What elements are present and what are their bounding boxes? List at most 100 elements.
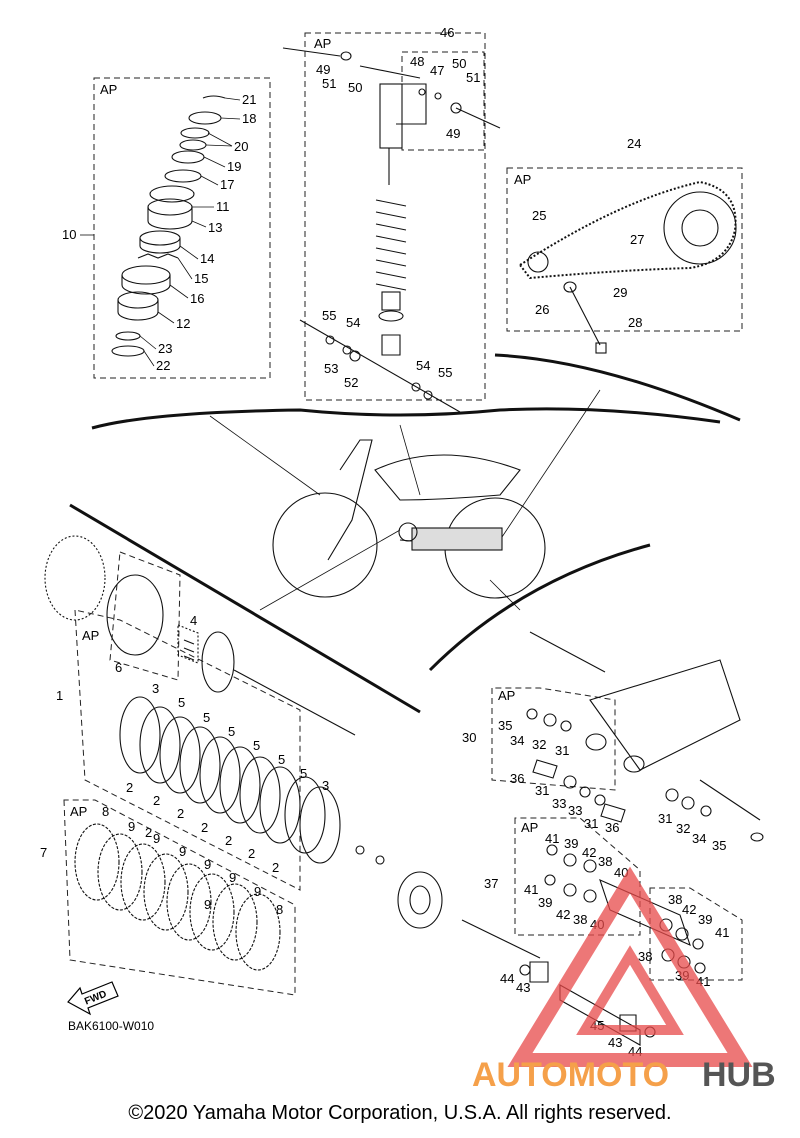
part-callout: 43 bbox=[608, 1035, 622, 1050]
part-callout: 2 bbox=[145, 825, 152, 840]
watermark-text-left: AUTOMOTO bbox=[472, 1056, 669, 1094]
part-callout: 33 bbox=[552, 796, 566, 811]
part-callout: 38 bbox=[638, 949, 652, 964]
friction-callouts: 8 9 9 9 9 9 9 9 8 7 bbox=[40, 804, 283, 917]
part-callout: 31 bbox=[658, 811, 672, 826]
part-callout: 2 bbox=[126, 780, 133, 795]
part-callout: 42 bbox=[682, 902, 696, 917]
group-box-shock bbox=[304, 32, 486, 401]
part-callout: 41 bbox=[524, 882, 538, 897]
clutch-cover-and-gasket bbox=[44, 535, 356, 736]
part-callout: 54 bbox=[416, 358, 430, 373]
part-callout: 15 bbox=[194, 271, 208, 286]
group-label-ap: AP bbox=[100, 82, 117, 97]
part-callout: 39 bbox=[698, 912, 712, 927]
part-callout: 7 bbox=[40, 845, 47, 860]
part-callout: 5 bbox=[228, 724, 235, 739]
part-callout: 8 bbox=[276, 902, 283, 917]
part-callout: 38 bbox=[668, 892, 682, 907]
group-box-link-2 bbox=[649, 887, 743, 981]
part-callout: 41 bbox=[545, 831, 559, 846]
part-callout: 12 bbox=[176, 316, 190, 331]
part-callout: 23 bbox=[158, 341, 172, 356]
group-box-clutch bbox=[74, 609, 301, 891]
part-callout: 5 bbox=[278, 752, 285, 767]
friction-plates bbox=[74, 823, 281, 971]
part-callout: 9 bbox=[229, 870, 236, 885]
part-callout: 42 bbox=[582, 845, 596, 860]
part-callout: 31 bbox=[535, 783, 549, 798]
part-callout: 38 bbox=[573, 912, 587, 927]
overview-leaders bbox=[69, 353, 741, 714]
part-callout: 9 bbox=[204, 857, 211, 872]
part-callout: 50 bbox=[348, 80, 362, 95]
part-callout: 39 bbox=[564, 836, 578, 851]
part-callout: 9 bbox=[128, 819, 135, 834]
swingarm-callouts: 30 35 34 32 31 36 31 33 33 31 36 31 32 3… bbox=[462, 718, 726, 853]
part-callout: 8 bbox=[102, 804, 109, 819]
part-callout: 54 bbox=[346, 315, 360, 330]
part-callout: 19 bbox=[227, 159, 241, 174]
part-callout: 44 bbox=[500, 971, 514, 986]
clutch-plates bbox=[119, 696, 341, 864]
part-callout: 16 bbox=[190, 291, 204, 306]
part-callout: 2 bbox=[248, 846, 255, 861]
part-callout: 47 bbox=[430, 63, 444, 78]
part-callout: 46 bbox=[440, 25, 454, 40]
part-callout: 35 bbox=[712, 838, 726, 853]
group-box-frictions bbox=[63, 799, 296, 996]
chain-callouts: 24 25 27 26 29 28 bbox=[532, 136, 644, 330]
part-callout: 2 bbox=[153, 793, 160, 808]
part-callout: 39 bbox=[538, 895, 552, 910]
swingarm-pivot bbox=[526, 631, 764, 842]
part-callout: 2 bbox=[272, 860, 279, 875]
fwd-arrow: FWD bbox=[67, 981, 119, 1016]
part-callout: 37 bbox=[484, 876, 498, 891]
part-callout: 5 bbox=[203, 710, 210, 725]
part-callout: 18 bbox=[242, 111, 256, 126]
part-callout: 24 bbox=[627, 136, 641, 151]
drive-chain-group: AP 24 25 27 26 29 28 bbox=[506, 136, 743, 354]
part-callout: 34 bbox=[510, 733, 524, 748]
part-callout: 9 bbox=[179, 844, 186, 859]
part-callout: 36 bbox=[510, 771, 524, 786]
group-box-gasket bbox=[109, 551, 181, 681]
part-callout: 27 bbox=[630, 232, 644, 247]
part-callout: 41 bbox=[715, 925, 729, 940]
part-callout: 5 bbox=[178, 695, 185, 710]
part-callout: 3 bbox=[322, 778, 329, 793]
clutch-group: AP 4 6 bbox=[44, 535, 443, 929]
part-callout: 20 bbox=[234, 139, 248, 154]
group-label-ap: AP bbox=[82, 628, 99, 643]
rear-shock-group: AP 46 49 51 50 bbox=[282, 25, 501, 413]
group-box-chain bbox=[506, 167, 743, 332]
group-label-ap: AP bbox=[514, 172, 531, 187]
group-box-front bbox=[93, 77, 271, 379]
part-callout: 6 bbox=[115, 660, 122, 675]
group-label-ap: AP bbox=[521, 820, 538, 835]
part-callout: 43 bbox=[516, 980, 530, 995]
part-callout: 25 bbox=[532, 208, 546, 223]
group-label-ap: AP bbox=[70, 804, 87, 819]
part-callout: 17 bbox=[220, 177, 234, 192]
part-callout: 22 bbox=[156, 358, 170, 373]
swingarm-group: AP 30 35 34 32 31 36 31 bbox=[462, 631, 764, 853]
part-callout: 9 bbox=[204, 897, 211, 912]
part-callout: 9 bbox=[153, 831, 160, 846]
part-callout: 38 bbox=[598, 854, 612, 869]
chain-and-sprocket bbox=[518, 180, 737, 354]
part-callout: 36 bbox=[605, 820, 619, 835]
part-callout: 55 bbox=[322, 308, 336, 323]
part-callout: 14 bbox=[200, 251, 214, 266]
part-callout: 31 bbox=[584, 816, 598, 831]
part-callout: 4 bbox=[190, 613, 197, 628]
part-callout: 51 bbox=[322, 76, 336, 91]
front-callouts: 21 18 20 19 17 11 13 14 15 16 12 23 22 1… bbox=[62, 92, 256, 373]
part-callout: 55 bbox=[438, 365, 452, 380]
group-label-ap: AP bbox=[498, 688, 515, 703]
part-callout: 2 bbox=[201, 820, 208, 835]
part-callout: 33 bbox=[568, 803, 582, 818]
part-callout: 35 bbox=[498, 718, 512, 733]
part-callout: 3 bbox=[152, 681, 159, 696]
